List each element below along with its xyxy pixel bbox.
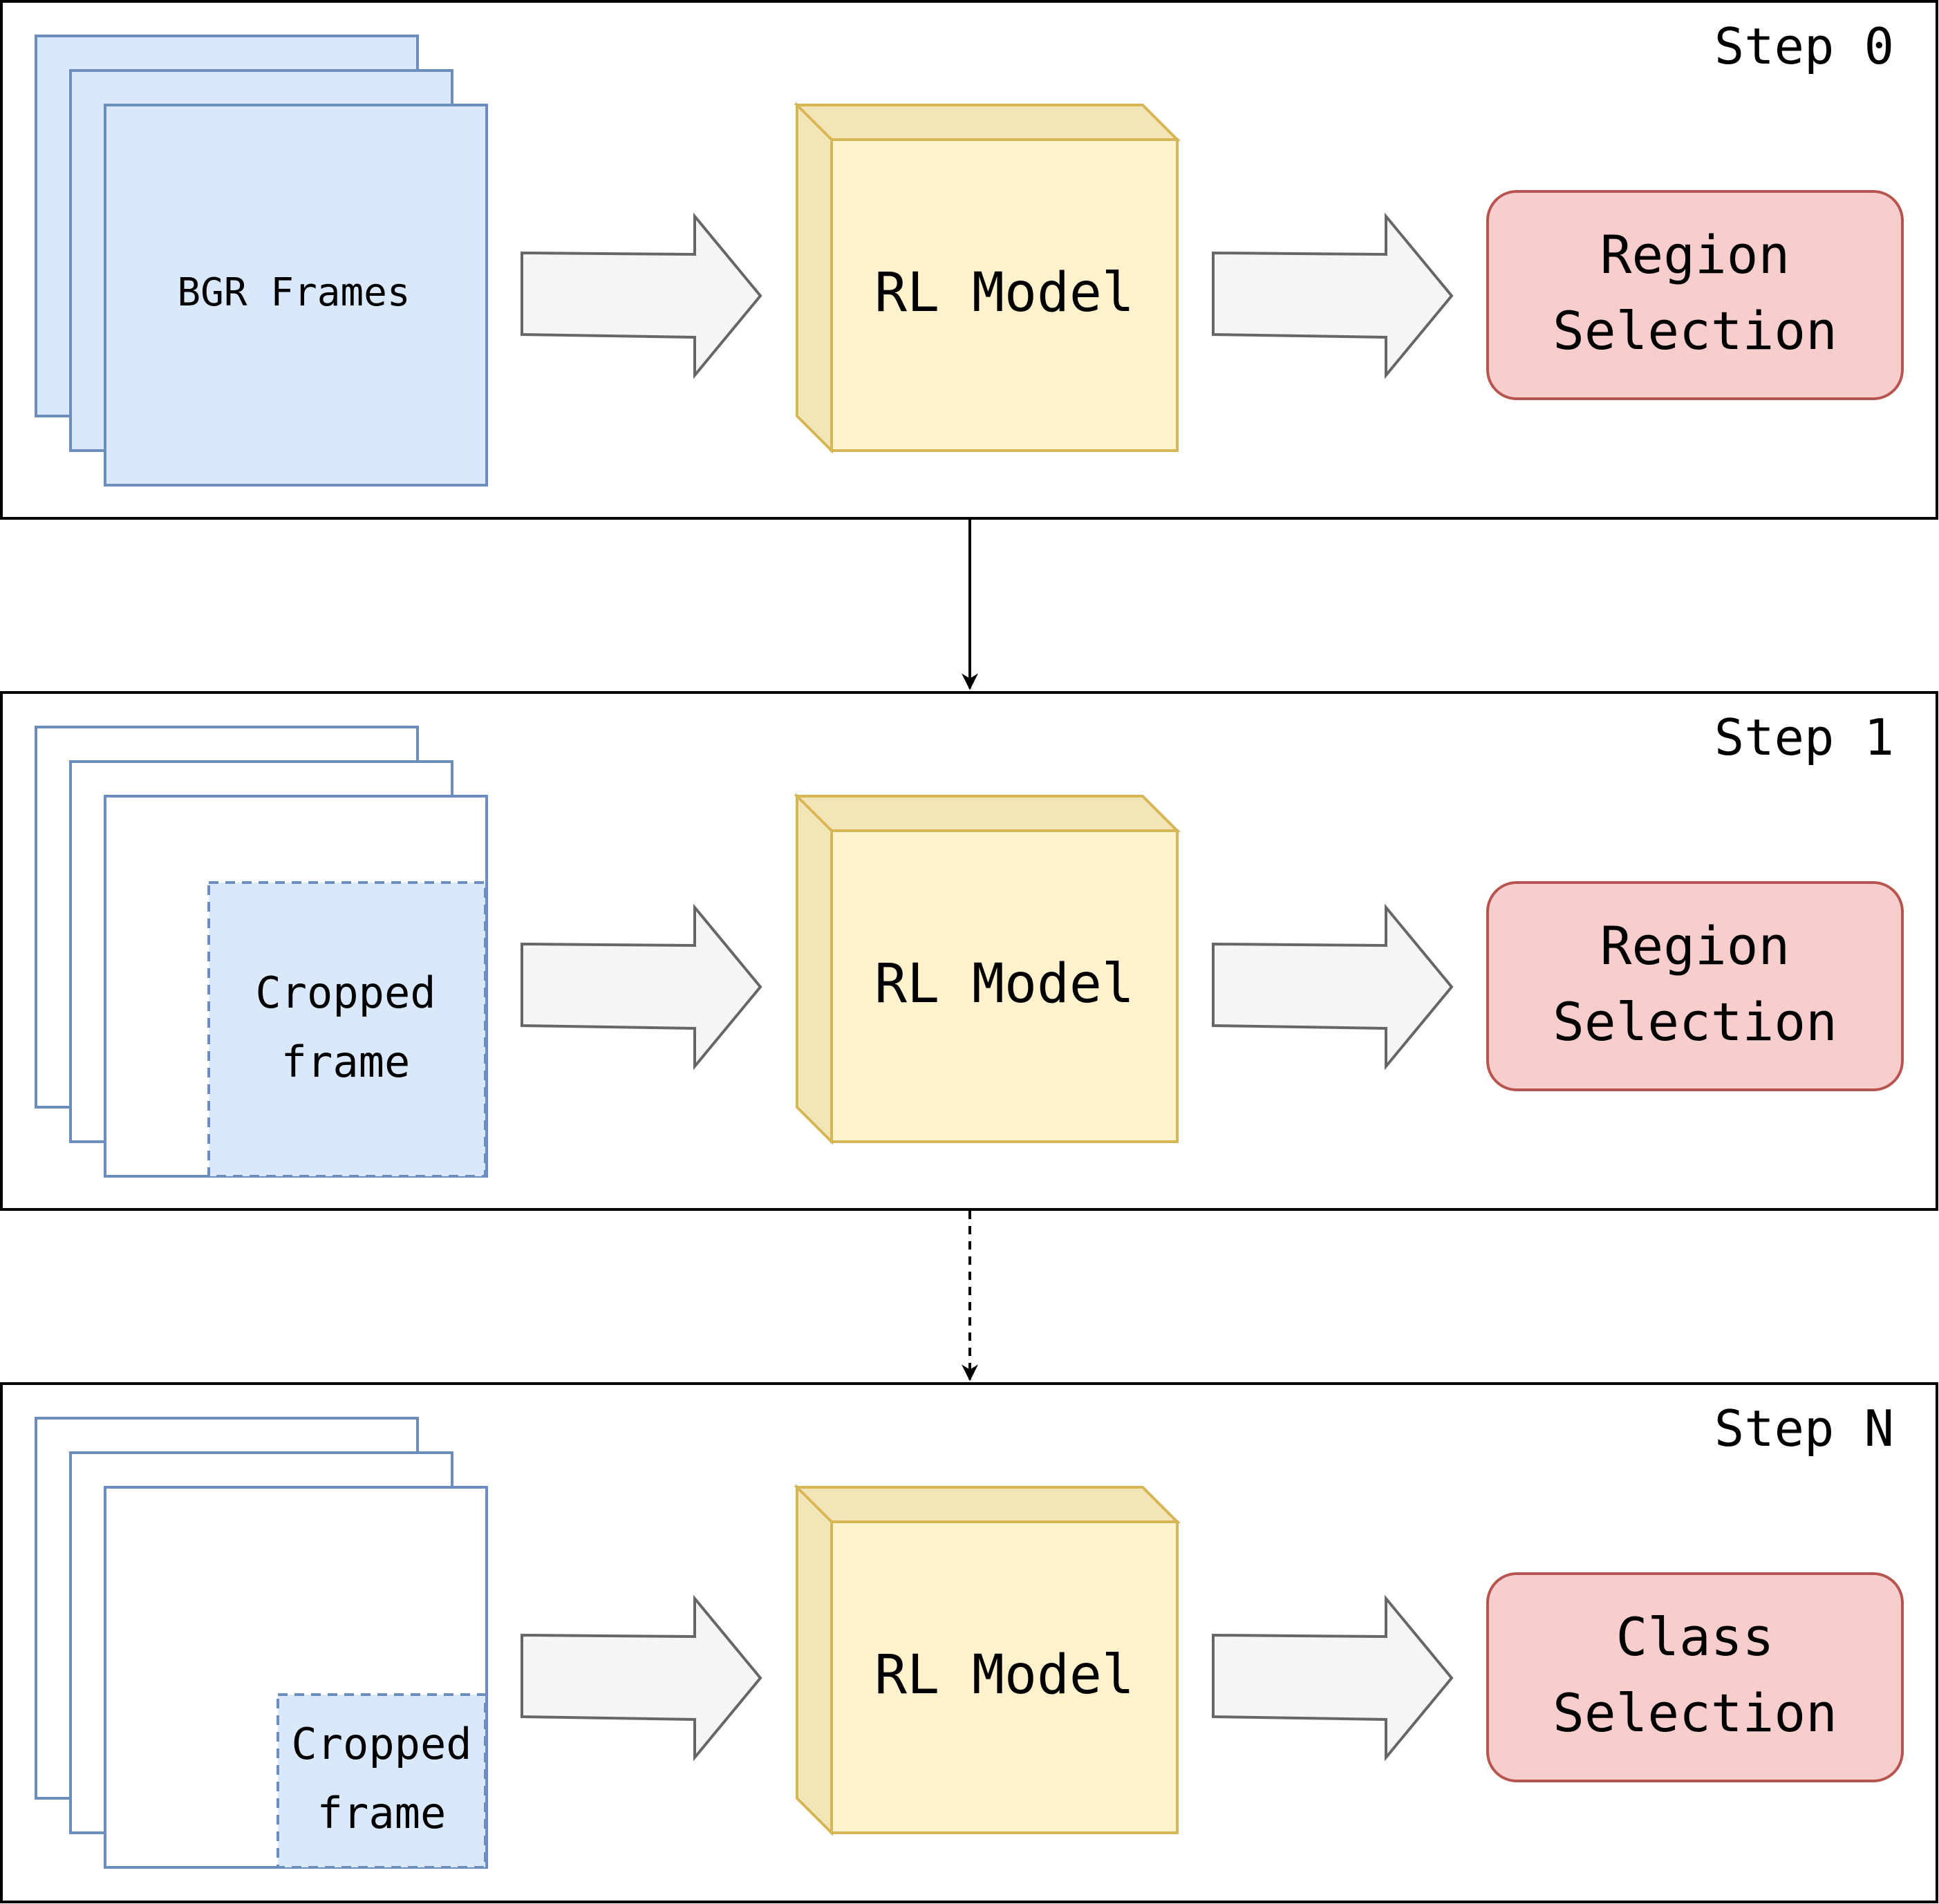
rl-model-label: RL Model [874, 953, 1134, 1015]
output-box [1486, 881, 1904, 1091]
cropped-frame-line-1: Cropped [291, 1719, 471, 1769]
step-1-label: Step 1 [1714, 708, 1894, 766]
output-line-1: Region [1600, 224, 1790, 285]
bgr-frames-stack: BGR Frames [35, 35, 488, 487]
step-0-label: Step 0 [1714, 17, 1894, 75]
region-selection-box: Region Selection [1486, 190, 1904, 400]
step-0-panel: Step 0 BGR Frames RL Model Region Select… [0, 0, 1938, 520]
rl-model-cube: RL Model [794, 102, 1181, 454]
cropped-frame-line-2: frame [281, 1037, 411, 1087]
cropped-frame-line-1: Cropped [255, 968, 435, 1018]
cube-top [794, 1486, 1181, 1523]
output-box [1486, 1572, 1904, 1782]
rl-model-cube: RL Model [794, 1484, 1181, 1836]
cube-top [794, 104, 1181, 141]
output-line-2: Selection [1553, 300, 1837, 361]
region-selection-box: Region Selection [1486, 881, 1904, 1091]
frames-stack: Cropped frame [35, 726, 488, 1178]
cube-side [796, 102, 833, 454]
arrow-model-to-output [1212, 1594, 1454, 1762]
rl-model-label: RL Model [874, 1644, 1134, 1706]
output-box [1486, 190, 1904, 400]
arrow-model-to-output [1212, 903, 1454, 1071]
output-line-1: Class [1616, 1606, 1774, 1668]
cube-front [830, 1520, 1179, 1834]
bgr-frames-label: BGR Frames [177, 270, 410, 315]
step-n-label: Step N [1714, 1399, 1894, 1458]
frame-front [104, 104, 488, 487]
arrow-frames-to-model [521, 212, 762, 379]
cube-top [794, 795, 1181, 832]
class-selection-box: Class Selection [1486, 1572, 1904, 1782]
step-1-panel: Step 1 Cropped frame RL Model Region Sel… [0, 691, 1938, 1211]
cropped-frame [207, 881, 487, 1178]
cube-front [830, 829, 1179, 1143]
rl-model-label: RL Model [874, 262, 1134, 324]
arrow-frames-to-model [521, 1594, 762, 1762]
cube-side [796, 1484, 833, 1836]
frames-stack: Cropped frame [35, 1417, 488, 1869]
rl-model-cube: RL Model [794, 793, 1181, 1145]
arrow-frames-to-model [521, 903, 762, 1071]
step-n-panel: Step N Cropped frame RL Model Class Sele… [0, 1382, 1938, 1903]
cropped-frame-line-2: frame [317, 1788, 447, 1838]
cube-front [830, 138, 1179, 452]
cube-side [796, 793, 833, 1145]
arrow-model-to-output [1212, 212, 1454, 379]
output-line-2: Selection [1553, 1682, 1837, 1744]
output-line-1: Region [1600, 915, 1790, 977]
cropped-frame [277, 1693, 487, 1869]
output-line-2: Selection [1553, 991, 1837, 1053]
